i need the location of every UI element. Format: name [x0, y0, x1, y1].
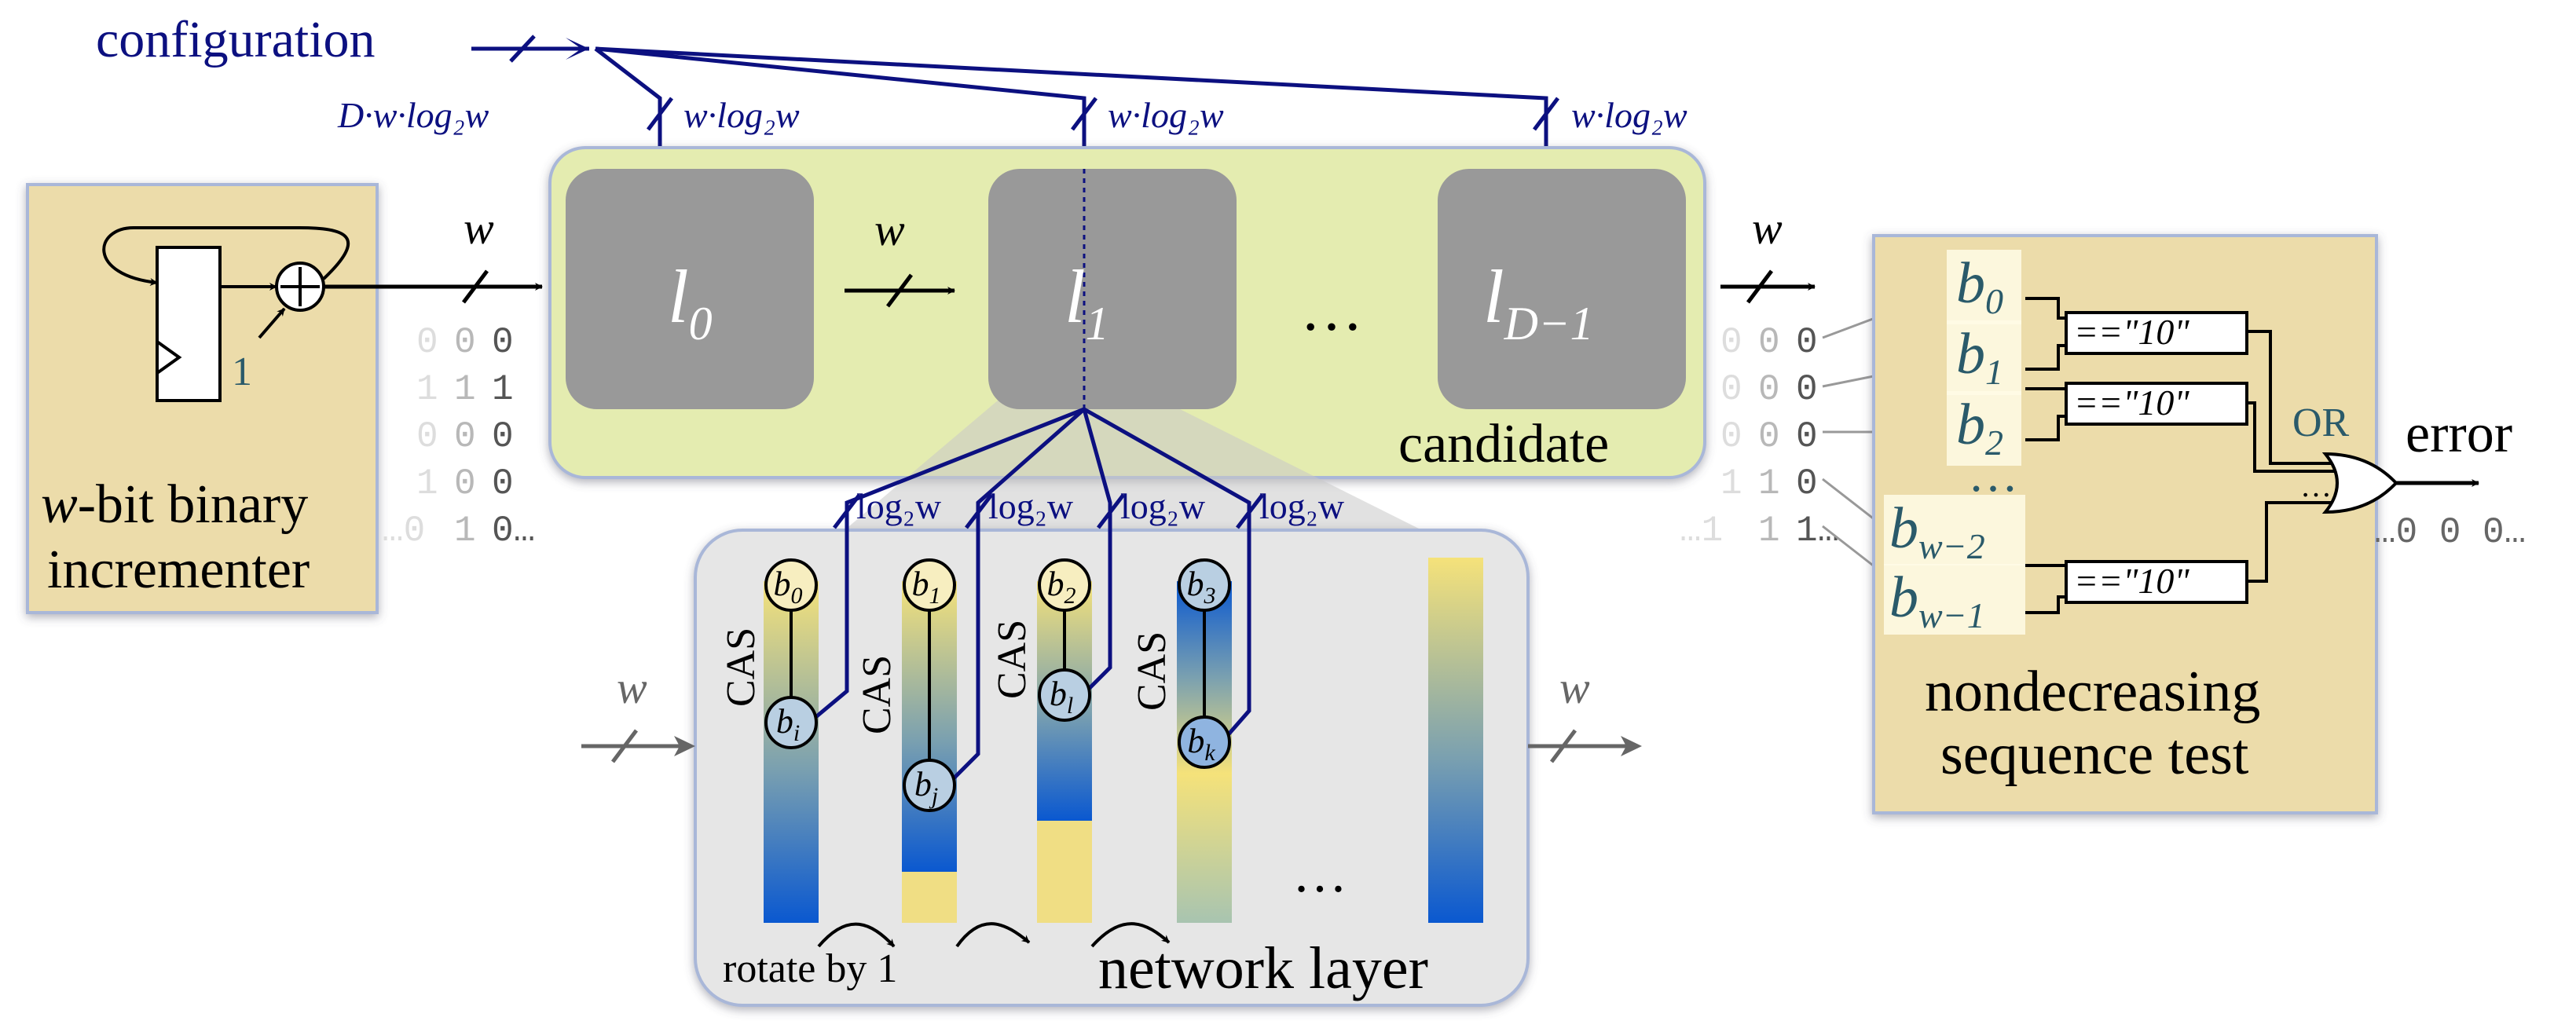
svg-text:0: 0: [1758, 369, 1780, 410]
log2w-buses: [808, 407, 1264, 787]
bits-left: 0 0 0 1 1 1 0 0 0 1 0 0 …0 1 0…: [382, 322, 535, 551]
node-b2: b2: [1047, 565, 1076, 609]
config-bus-l1-label: w·log₂w: [1108, 95, 1224, 135]
wire-candidate-label: w: [1752, 203, 1783, 254]
bar-last: [1428, 558, 1483, 923]
svg-text:1: 1: [416, 463, 438, 504]
svg-text:1: 1: [454, 511, 476, 551]
network-input-label: w: [617, 662, 647, 713]
svg-text:0: 0: [1796, 416, 1818, 457]
cas-label-2: CAS: [990, 620, 1035, 699]
layer-ellipsis: …: [1300, 275, 1363, 344]
layer-box-l1: [988, 169, 1237, 409]
test-bit-labels: b0 b1 b2 bw−2 bw−1: [1884, 250, 2025, 635]
rotate-arrows: [817, 922, 1171, 948]
svg-text:0: 0: [416, 416, 438, 457]
svg-text:1: 1: [454, 369, 476, 410]
candidate-label: candidate: [1398, 414, 1609, 474]
wire-l0-l1-label: w: [874, 204, 905, 255]
wire-l0-l1: [845, 273, 955, 308]
comparators: [2065, 311, 2248, 604]
svg-text:0: 0: [492, 416, 514, 457]
test-label-2: sequence test: [1940, 723, 2249, 787]
node-bk: bk: [1187, 722, 1215, 766]
register-clock-icon: [156, 340, 182, 375]
svg-text:0: 0: [1796, 322, 1818, 363]
inc-one-arrow: [258, 307, 286, 339]
config-bus-l0-label: w·log₂w: [683, 95, 800, 135]
log2w-label-1: log₂w: [988, 486, 1074, 526]
svg-text:1: 1: [416, 369, 438, 410]
svg-text:b1: b1: [1956, 322, 2003, 392]
error-label: error: [2406, 404, 2512, 464]
error-bits: …0 0 0…: [2374, 512, 2526, 553]
svg-text:1…: 1…: [1796, 511, 1839, 551]
svg-text:0: 0: [1796, 463, 1818, 504]
svg-text:0…: 0…: [492, 511, 535, 551]
or-label: OR: [2292, 401, 2350, 445]
svg-text:1: 1: [492, 369, 514, 410]
layer-box-ld: [1438, 169, 1686, 409]
comparator-0: =="10": [2074, 312, 2189, 352]
svg-text:0: 0: [1758, 322, 1780, 363]
network-output-wire: [1528, 729, 1642, 763]
bar-3-bottom: [1177, 774, 1232, 923]
svg-text:0: 0: [454, 416, 476, 457]
log2w-label-0: log₂w: [856, 486, 942, 526]
svg-text:0: 0: [416, 322, 438, 363]
svg-text:1: 1: [1758, 511, 1780, 551]
svg-text:0: 0: [1720, 369, 1742, 410]
svg-text:0: 0: [1758, 416, 1780, 457]
svg-text:1: 1: [1758, 463, 1780, 504]
network-ellipsis: …: [1292, 844, 1347, 904]
comparator-wires: [2025, 297, 2337, 614]
incrementer-label-2: incrementer: [47, 540, 310, 600]
network-layer-label: network layer: [1098, 935, 1428, 1001]
network-output-label: w: [1559, 662, 1590, 713]
cas-label-3: CAS: [1130, 631, 1174, 711]
incrementer-label-1: w-bit binary: [41, 474, 308, 535]
feedback-loop: [102, 226, 350, 286]
layer-box-l0: [566, 169, 814, 409]
svg-text:0: 0: [454, 463, 476, 504]
svg-text:0: 0: [492, 322, 514, 363]
svg-text:0: 0: [1720, 416, 1742, 457]
svg-text:0: 0: [492, 463, 514, 504]
bar-1-bottom: [902, 872, 957, 923]
bits-right: 0 0 0 0 0 0 0 0 0 1 1 0 …1 1 1…: [1680, 322, 1839, 551]
config-bus-total-label: D·w·log₂w: [337, 95, 489, 135]
svg-text:…0: …0: [382, 511, 425, 551]
test-bits-ellipsis: …: [1968, 446, 2018, 502]
network-input-wire: [581, 729, 695, 763]
log2w-label-3: log₂w: [1259, 486, 1345, 526]
cas-label-0: CAS: [719, 628, 764, 707]
register-icon: [156, 246, 222, 402]
test-label-1: nondecreasing: [1925, 660, 2260, 724]
rotate-label: rotate by 1: [723, 946, 897, 991]
svg-text:1: 1: [1720, 463, 1742, 504]
inc-one-label: 1: [232, 349, 252, 394]
wire-candidate-test: [1720, 269, 1816, 304]
svg-text:bw−1: bw−1: [1889, 565, 1985, 635]
or-inputs-ellipsis: …: [2300, 468, 2332, 503]
comparator-2: =="10": [2074, 561, 2189, 601]
wire-inc-candidate: [324, 269, 543, 304]
cas-nodes: [764, 558, 1231, 812]
svg-text:0: 0: [1720, 322, 1742, 363]
svg-text:0: 0: [1796, 369, 1818, 410]
cas-label-1: CAS: [855, 655, 900, 734]
svg-text:b2: b2: [1956, 393, 2003, 463]
svg-text:…1: …1: [1680, 511, 1723, 551]
configuration-label: configuration: [96, 11, 376, 68]
wire-inc-label: w: [464, 203, 494, 254]
config-bus-ld-label: w·log₂w: [1571, 95, 1687, 135]
svg-text:0: 0: [454, 322, 476, 363]
bar-2-bottom: [1037, 821, 1092, 923]
or-gate-icon: [2321, 452, 2398, 514]
comparator-1: =="10": [2074, 382, 2189, 423]
configuration-bus: [471, 35, 1559, 169]
log2w-label-2: log₂w: [1120, 486, 1206, 526]
